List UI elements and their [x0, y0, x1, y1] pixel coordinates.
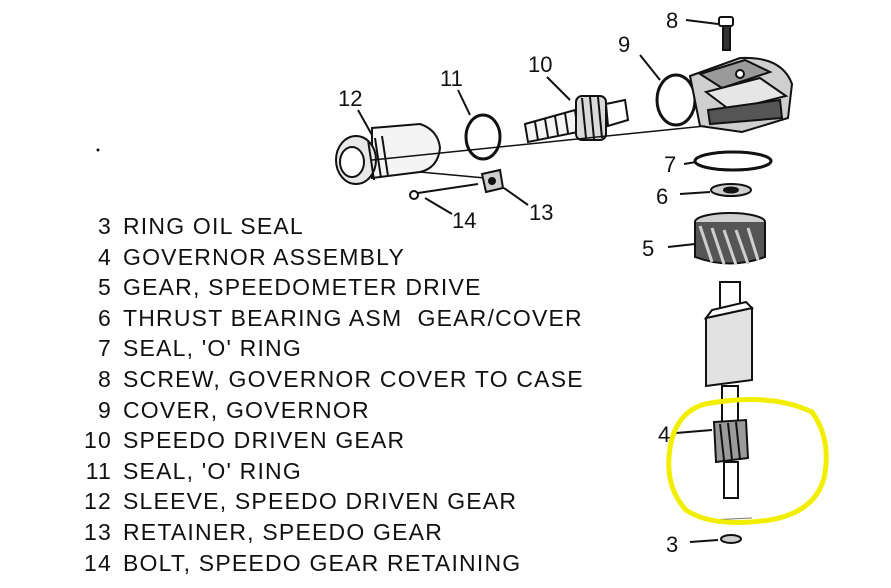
legend-row: 10 SPEEDO DRIVEN GEAR — [70, 425, 584, 456]
highlight-circle — [666, 397, 829, 525]
legend-row: 13 RETAINER, SPEEDO GEAR — [70, 517, 584, 548]
callout-7: 7 — [664, 152, 676, 177]
legend-number: 9 — [98, 396, 112, 423]
parts-legend: 3 RING OIL SEAL 4 GOVERNOR ASSEMBLY 5 GEAR,… — [70, 211, 584, 578]
callout-3: 3 — [666, 532, 678, 557]
callout-12: 12 — [338, 86, 362, 111]
legend-number: 13 — [84, 518, 112, 545]
legend-number: 5 — [98, 274, 112, 301]
legend-text: SLEEVE, SPEEDO DRIVEN GEAR — [123, 488, 518, 515]
part-10-driven-gear — [523, 95, 630, 144]
legend-row: 8 SCREW, GOVERNOR COVER TO CASE — [70, 364, 584, 395]
part-14-bolt — [409, 183, 479, 200]
callout-8: 8 — [666, 8, 678, 33]
part-6-thrust-bearing — [710, 183, 752, 197]
legend-row: 4 GOVERNOR ASSEMBLY — [70, 242, 584, 273]
legend-row: 9 COVER, GOVERNOR — [70, 395, 584, 426]
legend-row: 3 RING OIL SEAL — [70, 211, 584, 242]
callout-14: 14 — [452, 208, 476, 233]
legend-number: 11 — [85, 457, 112, 484]
leader-6 — [679, 191, 711, 195]
leader-13 — [503, 187, 529, 206]
stray-dot — [96, 148, 100, 152]
legend-number: 8 — [98, 365, 112, 392]
part-13-retainer — [480, 168, 505, 194]
part-9-governor-cover — [655, 56, 794, 134]
callout-10: 10 — [528, 52, 552, 77]
legend-text: RING OIL SEAL — [123, 213, 304, 239]
legend-number: 12 — [84, 488, 112, 515]
leader-11 — [457, 89, 471, 116]
legend-number: 3 — [98, 213, 112, 239]
leader-5 — [667, 243, 696, 248]
part-8-screw — [718, 16, 734, 51]
callout-5: 5 — [642, 236, 654, 261]
legend-text: RETAINER, SPEEDO GEAR — [123, 518, 443, 545]
legend-row: 5 GEAR, SPEEDOMETER DRIVE — [70, 272, 584, 303]
leader-9 — [639, 54, 661, 81]
leader-4 — [675, 429, 713, 434]
legend-row: 12 SLEEVE, SPEEDO DRIVEN GEAR — [70, 486, 584, 517]
callout-6: 6 — [656, 184, 668, 209]
legend-text: THRUST BEARING ASM GEAR/COVER — [123, 304, 583, 331]
callout-9: 9 — [618, 32, 630, 57]
leader-7 — [683, 161, 697, 165]
callout-11: 11 — [440, 66, 463, 91]
axis-line — [371, 125, 706, 161]
legend-text: COVER, GOVERNOR — [123, 396, 370, 423]
legend-number: 7 — [98, 335, 112, 362]
legend-text: SEAL, 'O' RING — [123, 457, 302, 484]
legend-number: 6 — [98, 304, 112, 331]
leader-8 — [685, 19, 719, 25]
legend-text: BOLT, SPEEDO GEAR RETAINING — [123, 549, 522, 576]
part-11-o-ring — [464, 113, 502, 161]
leader-10 — [546, 76, 571, 101]
legend-number: 10 — [84, 427, 112, 454]
part-3-ring-oil-seal — [720, 534, 742, 544]
legend-row: 7 SEAL, 'O' RING — [70, 333, 584, 364]
legend-row: 14 BOLT, SPEEDO GEAR RETAINING — [70, 548, 584, 579]
leader-12 — [357, 109, 373, 136]
leader-3 — [689, 539, 719, 543]
legend-row: 11 SEAL, 'O' RING — [70, 456, 584, 487]
legend-text: GOVERNOR ASSEMBLY — [123, 243, 405, 270]
axis-line-retainer — [419, 171, 486, 179]
part-12-sleeve — [335, 122, 442, 185]
part-5-drive-gear — [694, 212, 766, 266]
part-4-governor-assembly — [703, 281, 755, 499]
legend-number: 14 — [84, 549, 112, 576]
legend-text: GEAR, SPEEDOMETER DRIVE — [123, 274, 482, 301]
legend-text: SEAL, 'O' RING — [123, 335, 302, 362]
legend-text: SPEEDO DRIVEN GEAR — [123, 427, 406, 454]
callout-4: 4 — [658, 422, 670, 447]
legend-number: 4 — [98, 243, 112, 270]
callout-13: 13 — [529, 200, 553, 225]
part-7-o-ring — [693, 150, 773, 172]
leader-14 — [424, 197, 453, 215]
legend-text: SCREW, GOVERNOR COVER TO CASE — [123, 365, 584, 392]
legend-row: 6 THRUST BEARING ASM GEAR/COVER — [70, 303, 584, 334]
